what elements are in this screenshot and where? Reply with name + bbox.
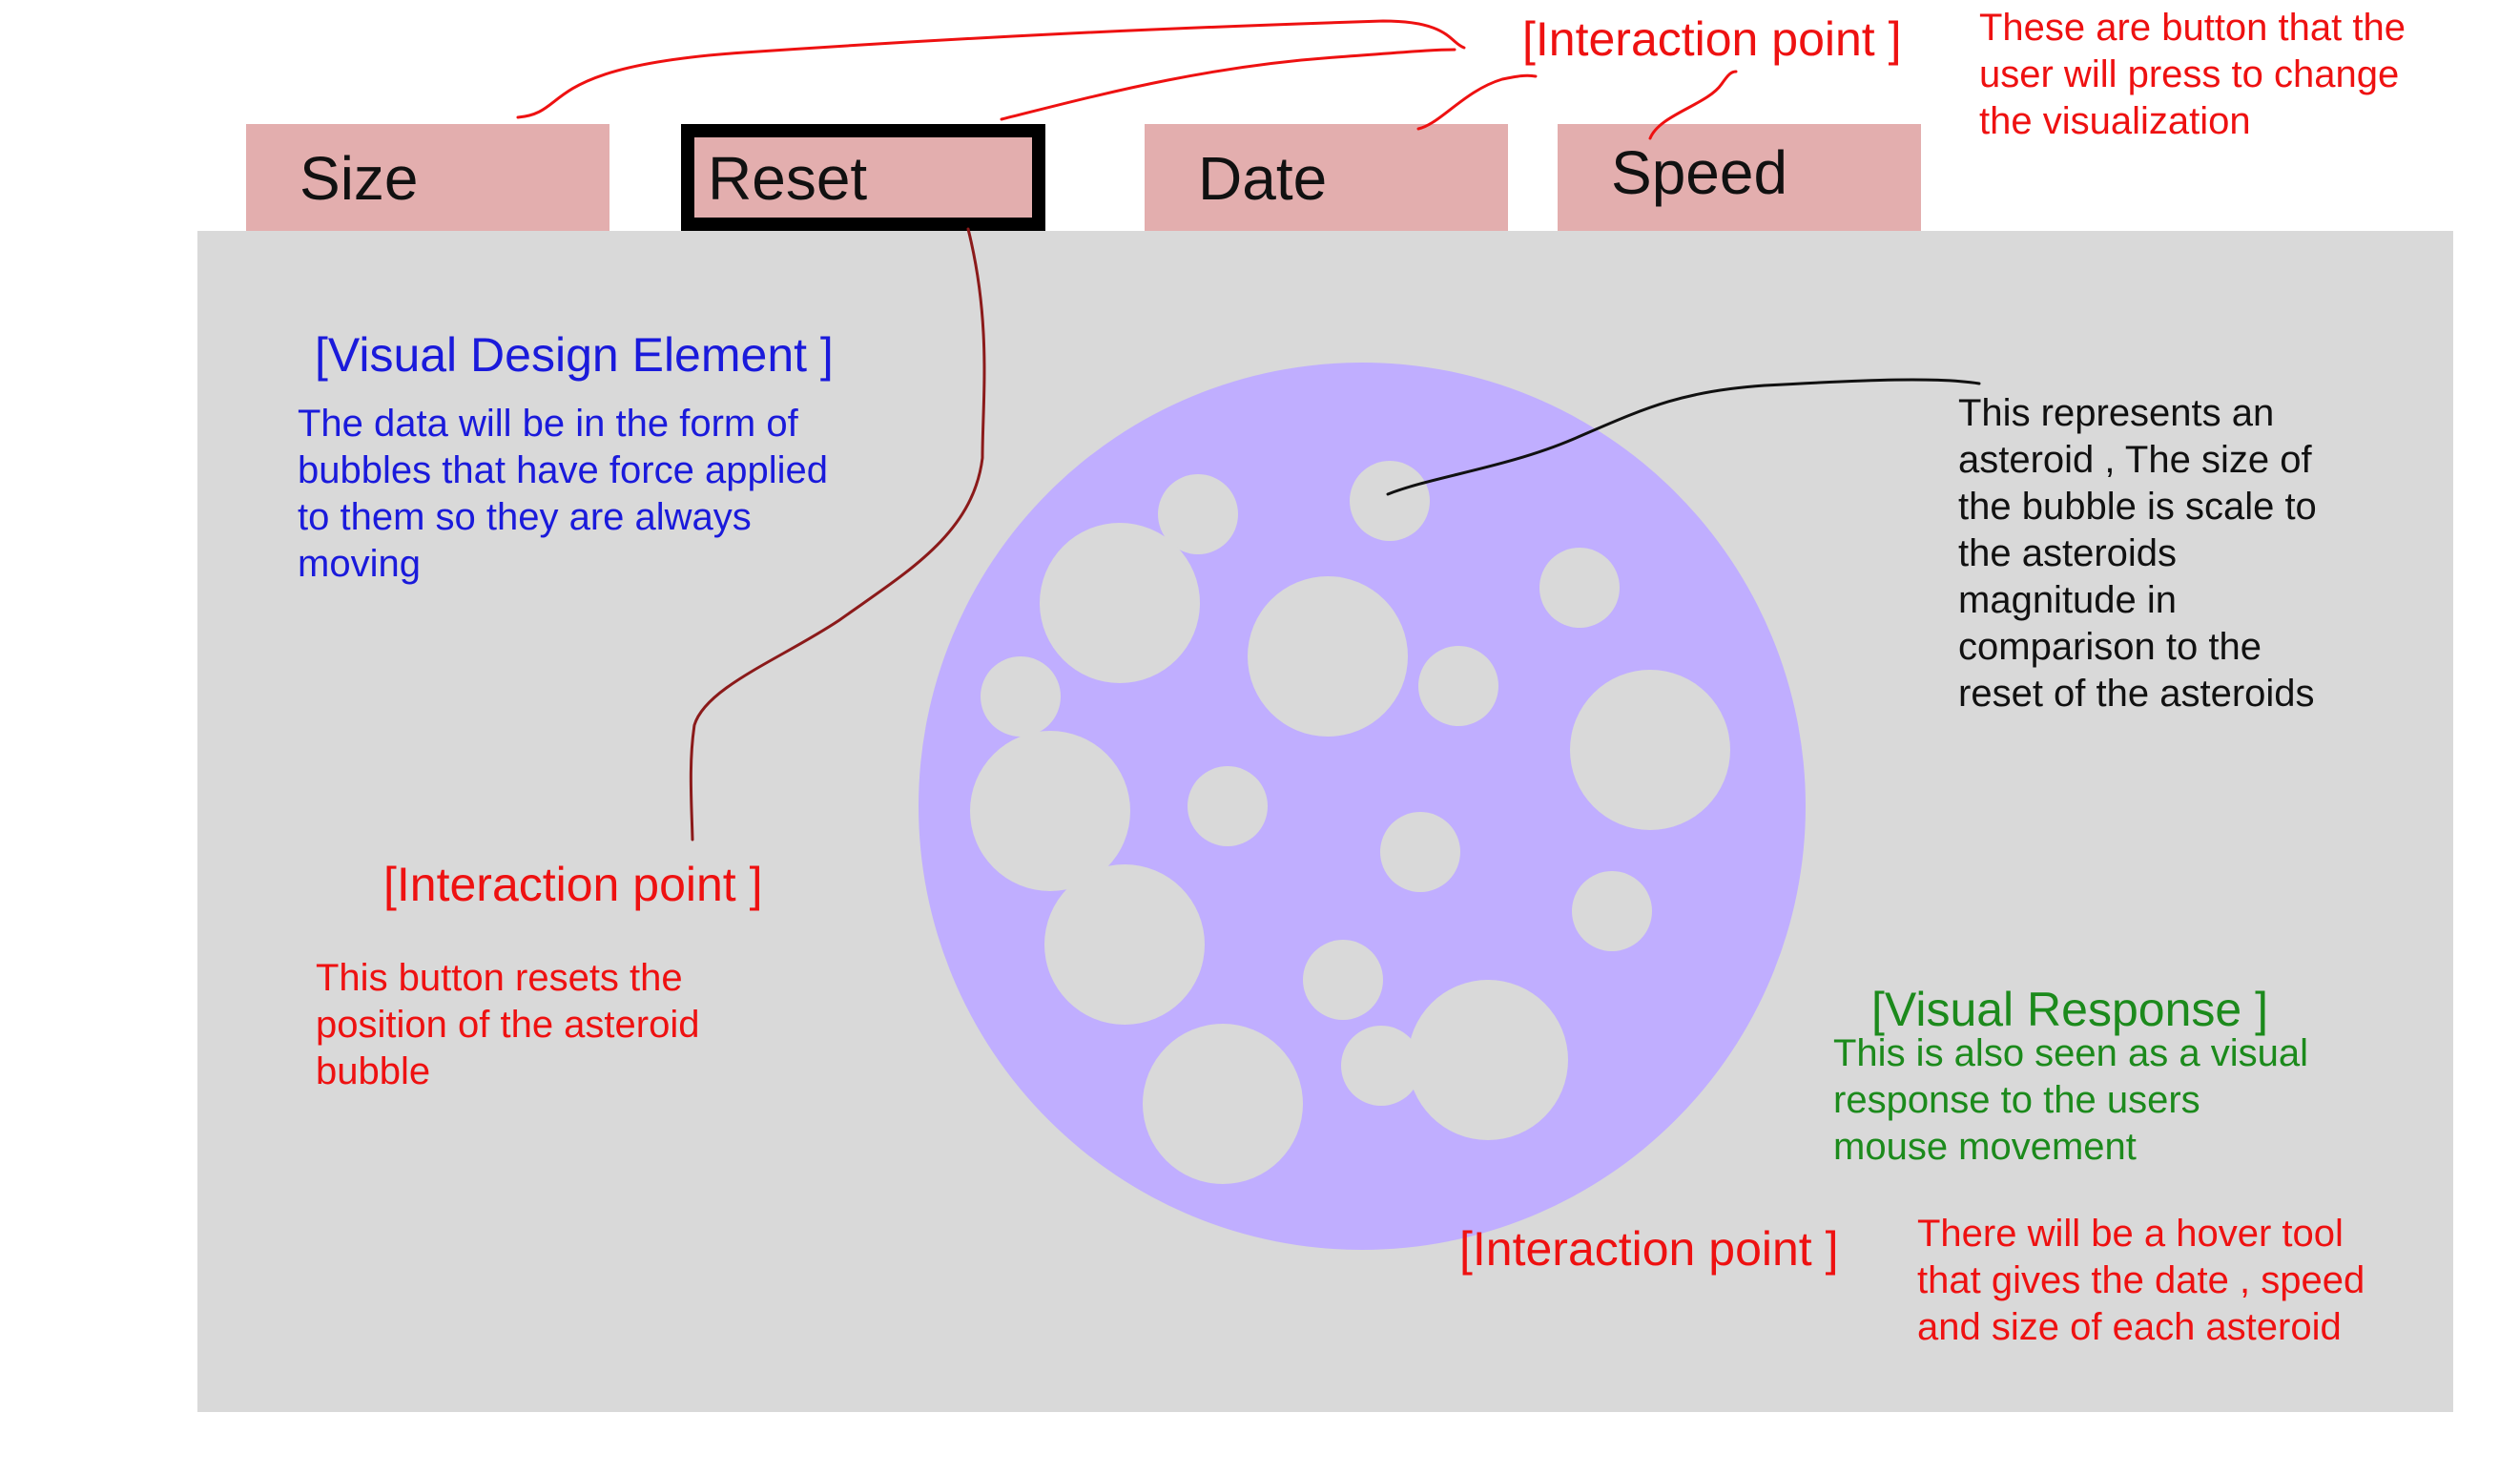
reset-interaction-heading: [Interaction point ] — [383, 858, 763, 911]
top-interaction-heading: [Interaction point ] — [1522, 12, 1902, 66]
asteroid-bubble[interactable] — [1040, 523, 1200, 683]
reset-button-label: Reset — [708, 144, 868, 213]
visual-response-heading: [Visual Response ] — [1871, 983, 2268, 1036]
speed-button-label: Speed — [1611, 138, 1788, 207]
speed-button[interactable]: Speed — [1558, 124, 1921, 231]
asteroid-bubble[interactable] — [981, 656, 1061, 737]
asteroid-bubble[interactable] — [1570, 670, 1730, 830]
asteroid-bubble[interactable] — [1303, 940, 1383, 1020]
reset-interaction-connector — [689, 227, 986, 841]
asteroid-bubble[interactable] — [1188, 766, 1268, 846]
asteroid-bubble[interactable] — [1158, 474, 1238, 554]
asteroid-note: This represents an asteroid , The size o… — [1958, 392, 2317, 715]
size-connector-line — [516, 19, 1466, 119]
asteroid-bubble[interactable] — [1408, 980, 1568, 1140]
asteroid-bubble[interactable] — [1143, 1024, 1303, 1184]
reset-interaction-note: This button resets the position of the a… — [316, 957, 700, 1092]
size-button-label: Size — [300, 144, 419, 213]
visual-design-note: The data will be in the form of bubbles … — [298, 403, 828, 585]
asteroid-bubble[interactable] — [1418, 646, 1498, 726]
asteroid-pointer-line — [1386, 378, 1981, 496]
top-interaction-note: These are button that the user will pres… — [1979, 7, 2406, 142]
size-button[interactable]: Size — [246, 124, 609, 231]
asteroid-bubble[interactable] — [1350, 461, 1430, 541]
asteroid-bubble[interactable] — [1341, 1026, 1421, 1106]
asteroid-bubbles[interactable] — [970, 461, 1730, 1184]
asteroid-bubble[interactable] — [1044, 864, 1205, 1025]
speed-connector-line — [1648, 70, 1738, 140]
asteroid-bubble[interactable] — [970, 731, 1130, 891]
asteroid-bubble[interactable] — [1572, 871, 1652, 951]
hover-interaction-heading: [Interaction point ] — [1459, 1222, 1839, 1276]
asteroid-bubble[interactable] — [1539, 548, 1620, 628]
visual-design-heading: [Visual Design Element ] — [315, 328, 834, 382]
asteroid-bubble[interactable] — [1248, 576, 1408, 737]
visual-response-note: This is also seen as a visual response t… — [1833, 1032, 2309, 1168]
date-connector-line — [1416, 73, 1538, 131]
reset-button[interactable]: Reset — [681, 124, 1045, 231]
date-button[interactable]: Date — [1145, 124, 1508, 231]
asteroid-bubble[interactable] — [1380, 812, 1460, 892]
hover-interaction-note: There will be a hover tool that gives th… — [1917, 1213, 2365, 1348]
reset-connector-line — [1000, 48, 1456, 121]
date-button-label: Date — [1198, 144, 1328, 213]
